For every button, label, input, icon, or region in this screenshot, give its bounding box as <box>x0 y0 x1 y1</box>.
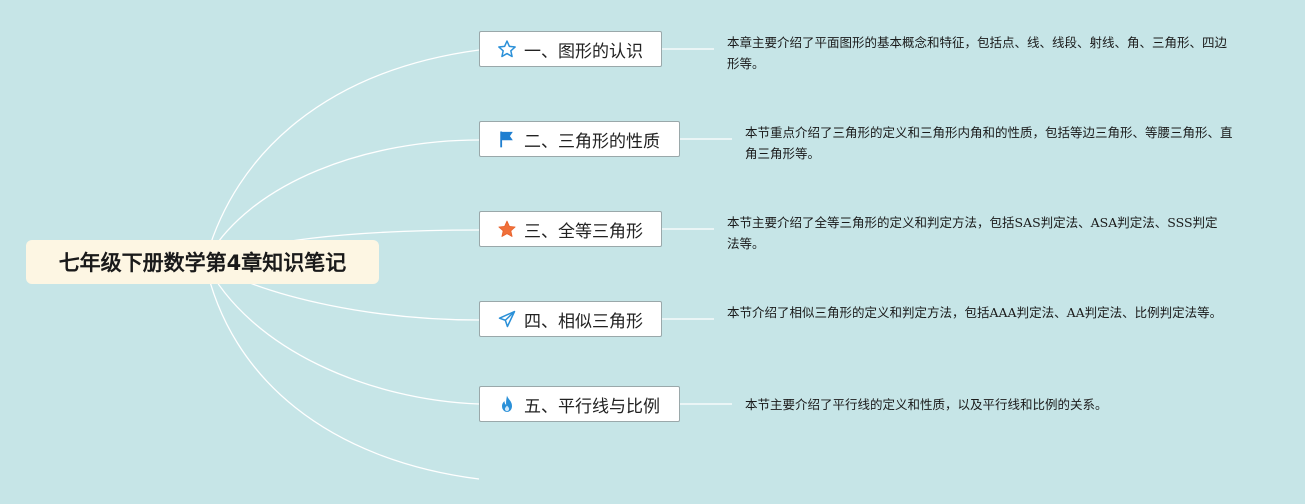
topic-1[interactable]: 一、图形的认识 <box>479 31 662 67</box>
note-3: 本节主要介绍了全等三角形的定义和判定方法，包括SAS判定法、ASA判定法、SSS… <box>727 215 1218 251</box>
topic-2[interactable]: 二、三角形的性质 <box>479 121 680 157</box>
note-2: 本节重点介绍了三角形的定义和三角形内角和的性质，包括等边三角形、等腰三角形、直角… <box>745 125 1233 161</box>
topic-2-label: 二、三角形的性质 <box>524 131 660 152</box>
flame-icon <box>496 393 518 415</box>
note-5: 本节主要介绍了平行线的定义和性质，以及平行线和比例的关系。 <box>745 397 1108 412</box>
connector-5 <box>204 261 480 405</box>
topic-3[interactable]: 三、全等三角形 <box>479 211 662 247</box>
paper-plane-icon <box>496 308 518 330</box>
topic-5-label: 五、平行线与比例 <box>524 396 660 417</box>
topic-5[interactable]: 五、平行线与比例 <box>479 386 680 422</box>
root-topic[interactable]: 七年级下册数学第4章知识笔记 <box>26 240 379 284</box>
topic-3-label: 三、全等三角形 <box>524 221 643 242</box>
connector-1 <box>204 49 480 263</box>
connector-6 <box>204 261 480 480</box>
topic-4-label: 四、相似三角形 <box>524 311 643 332</box>
root-topic-title: 七年级下册数学第4章知识笔记 <box>58 251 347 275</box>
topic-4[interactable]: 四、相似三角形 <box>479 301 662 337</box>
topic-1-label: 一、图形的认识 <box>524 41 643 62</box>
flag-icon <box>496 128 518 150</box>
note-4: 本节介绍了相似三角形的定义和判定方法，包括AAA判定法、AA判定法、比例判定法等… <box>727 305 1223 320</box>
star-filled-icon <box>496 218 518 240</box>
note-1: 本章主要介绍了平面图形的基本概念和特征，包括点、线、线段、射线、角、三角形、四边… <box>727 35 1228 71</box>
connector-2 <box>204 139 480 263</box>
star-outline-icon <box>496 38 518 60</box>
